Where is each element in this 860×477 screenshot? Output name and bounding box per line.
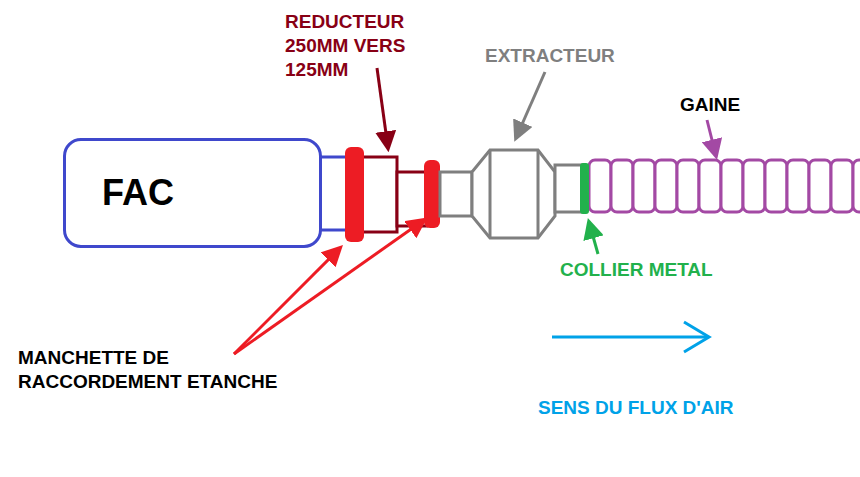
duct-label: GAINE [680, 93, 800, 117]
flow-arrow [552, 322, 709, 352]
leader-line [377, 68, 388, 148]
metal-collar [580, 163, 589, 214]
node-title: FAC [102, 172, 319, 214]
extractor-body [472, 150, 555, 238]
pipe [440, 172, 472, 216]
sleeve [345, 147, 364, 242]
leader-line [234, 248, 340, 354]
extractor-label: EXTRACTEUR [485, 44, 655, 68]
leader-line [707, 120, 716, 156]
leader-line [589, 222, 598, 254]
flexible-duct [589, 160, 860, 212]
collar-label: COLLIER METAL [560, 258, 760, 282]
reducer-label: REDUCTEUR 250MM VERS 125MM [285, 10, 435, 82]
reducer-small [397, 172, 427, 226]
reducer-large [361, 157, 397, 232]
fac-box: FAC [63, 138, 322, 248]
leader-line [516, 72, 545, 138]
sleeve-label: MANCHETTE DE RACCORDEMENT ETANCHE [18, 346, 318, 394]
sleeve [424, 160, 440, 228]
pipe [555, 165, 582, 212]
flow-label: SENS DU FLUX D'AIR [538, 396, 798, 420]
